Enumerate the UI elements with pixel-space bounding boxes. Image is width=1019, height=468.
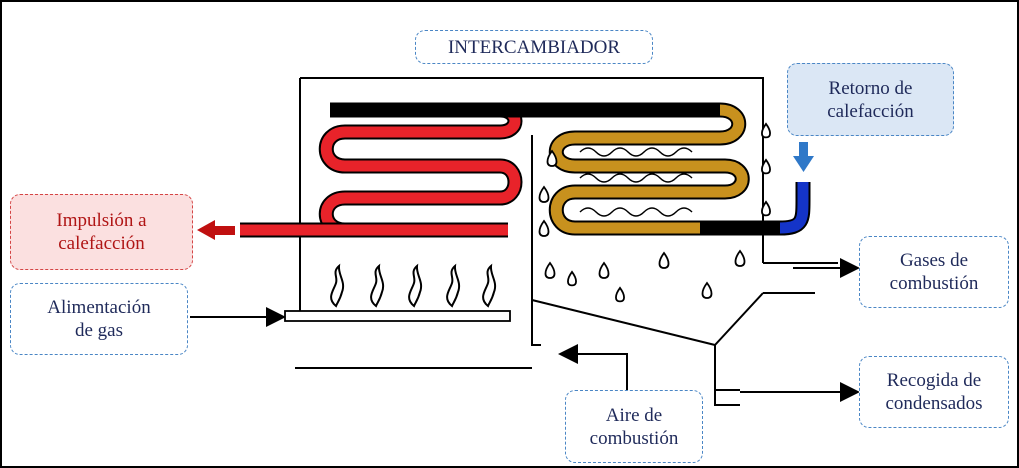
- flame: [370, 263, 385, 308]
- return-arrow: [793, 142, 814, 172]
- flame: [330, 263, 345, 308]
- hot-tube: [240, 102, 523, 238]
- supply-arrow: [197, 220, 235, 240]
- gas-flow-waves: [579, 147, 693, 217]
- housing: [295, 77, 838, 406]
- droplet: [538, 219, 550, 237]
- label-recogida-condensados: Recogida de condensados: [859, 356, 1009, 428]
- droplet: [544, 261, 556, 279]
- burner-bar: [284, 310, 511, 322]
- droplet: [546, 149, 558, 167]
- label-intercambiador: INTERCAMBIADOR: [415, 30, 653, 64]
- flame: [446, 263, 461, 308]
- droplet: [615, 286, 625, 303]
- droplet: [598, 261, 610, 279]
- droplet: [658, 251, 670, 269]
- flame: [408, 263, 423, 308]
- droplet: [567, 270, 577, 287]
- warm-tube: [548, 102, 811, 236]
- label-alimentacion-gas: Alimentación de gas: [10, 283, 188, 355]
- label-gases-combustion: Gases de combustión: [859, 236, 1009, 308]
- label-impulsion-calefaccion: Impulsión a calefacción: [10, 194, 193, 270]
- droplet: [761, 200, 771, 217]
- label-aire-combustion: Aire de combustión: [565, 390, 703, 463]
- burner-flames: [330, 263, 497, 308]
- droplet: [701, 281, 713, 299]
- condensate-drops: [538, 122, 771, 303]
- flow-arrows: [190, 258, 860, 402]
- flame: [482, 263, 497, 308]
- droplet: [761, 158, 771, 175]
- label-retorno-calefaccion: Retorno de calefacción: [787, 63, 954, 136]
- combustion-air-arrow: [558, 344, 628, 390]
- droplet: [761, 122, 771, 139]
- droplet: [734, 249, 746, 267]
- droplet: [538, 185, 550, 203]
